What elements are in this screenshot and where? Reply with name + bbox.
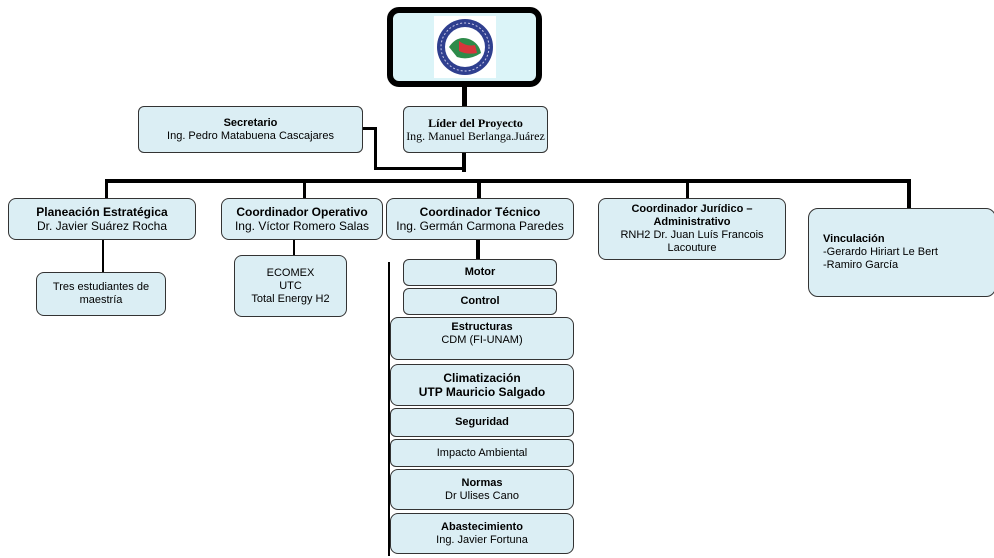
unit-control-label: Control	[460, 295, 500, 307]
liaison-box: Vinculación -Gerardo Hiriart Le Bert -Ra…	[808, 208, 994, 297]
connector-leader-bus	[462, 152, 466, 172]
unit-normas: Normas Dr Ulises Cano	[390, 469, 574, 510]
connector-secretary-bus	[374, 167, 466, 170]
unit-abastecimiento-name: Ing. Javier Fortuna	[436, 533, 528, 546]
secretary-title: Secretario	[223, 116, 278, 129]
unit-estructuras: Estructuras CDM (FI-UNAM)	[390, 317, 574, 360]
unit-abastecimiento-title: Abastecimiento	[441, 520, 523, 533]
unit-seguridad: Seguridad	[390, 408, 574, 437]
liaison-title: Vinculación	[823, 233, 885, 245]
technical-name: Ing. Germán Carmona Paredes	[396, 219, 564, 233]
legal-name: RNH2 Dr. Juan Luís Francois Lacouture	[620, 229, 764, 254]
unit-climatizacion-title: Climatización	[443, 371, 521, 385]
students-box: Tres estudiantes de maestría	[36, 272, 166, 316]
unit-seguridad-label: Seguridad	[455, 416, 509, 428]
leader-name: Ing. Manuel Berlanga.Juárez	[406, 128, 545, 143]
connector-legal	[686, 179, 689, 199]
technical-box: Coordinador Técnico Ing. Germán Carmona …	[386, 198, 574, 240]
unit-estructuras-name: CDM (FI-UNAM)	[441, 334, 523, 346]
secretary-name: Ing. Pedro Matabuena Cascajares	[167, 129, 334, 142]
technical-title: Coordinador Técnico	[419, 205, 541, 219]
operative-title: Coordinador Operativo	[236, 205, 368, 219]
partner-utc: UTC	[279, 279, 302, 292]
unit-impacto-label: Impacto Ambiental	[436, 446, 528, 459]
connector-technical-units	[476, 240, 480, 260]
unit-impacto: Impacto Ambiental	[390, 439, 574, 467]
operative-partners-box: ECOMEX UTC Total Energy H2	[234, 255, 347, 317]
secretary-box: Secretario Ing. Pedro Matabuena Cascajar…	[138, 106, 363, 153]
operative-box: Coordinador Operativo Ing. Víctor Romero…	[221, 198, 383, 240]
partner-ecomex: ECOMEX	[266, 266, 315, 279]
connector-operative-sub	[293, 240, 295, 256]
connector-operative	[303, 179, 306, 199]
liaison-item-2: -Ramiro García	[823, 259, 899, 271]
legal-box: Coordinador Jurídico – Administrativo RN…	[598, 198, 786, 260]
operative-name: Ing. Víctor Romero Salas	[234, 219, 370, 233]
legal-title: Coordinador Jurídico – Administrativo	[631, 203, 753, 228]
unit-climatizacion: Climatización UTP Mauricio Salgado	[390, 364, 574, 406]
leader-title: Líder del Proyecto	[428, 115, 523, 130]
liaison-item-1: -Gerardo Hiriart Le Bert	[823, 246, 938, 258]
unit-normas-title: Normas	[461, 476, 503, 489]
students-label: Tres estudiantes de maestría	[52, 281, 150, 306]
connector-technical	[477, 179, 481, 199]
unit-normas-name: Dr Ulises Cano	[445, 489, 519, 502]
leader-box: Líder del Proyecto Ing. Manuel Berlanga.…	[403, 106, 548, 153]
connector-units-vertical	[388, 262, 390, 556]
connector-secretary-h	[362, 127, 376, 130]
partner-total-energy: Total Energy H2	[251, 292, 330, 305]
unit-climatizacion-name: UTP Mauricio Salgado	[418, 385, 546, 399]
connector-secretary-v	[374, 127, 377, 169]
unit-motor-label: Motor	[464, 266, 496, 278]
logo-frame	[387, 7, 542, 87]
unit-motor: Motor	[403, 259, 557, 286]
connector-logo-leader	[462, 87, 467, 107]
planning-name: Dr. Javier Suárez Rocha	[36, 219, 168, 233]
main-horizontal-bus	[105, 179, 911, 183]
connector-planning	[105, 179, 108, 199]
planning-title: Planeación Estratégica	[36, 205, 168, 219]
seal-logo-icon	[433, 16, 496, 78]
connector-liaison	[907, 179, 911, 209]
planning-box: Planeación Estratégica Dr. Javier Suárez…	[8, 198, 196, 240]
unit-abastecimiento: Abastecimiento Ing. Javier Fortuna	[390, 513, 574, 554]
unit-control: Control	[403, 288, 557, 315]
connector-planning-sub	[102, 239, 104, 273]
unit-estructuras-title: Estructuras	[451, 321, 513, 333]
